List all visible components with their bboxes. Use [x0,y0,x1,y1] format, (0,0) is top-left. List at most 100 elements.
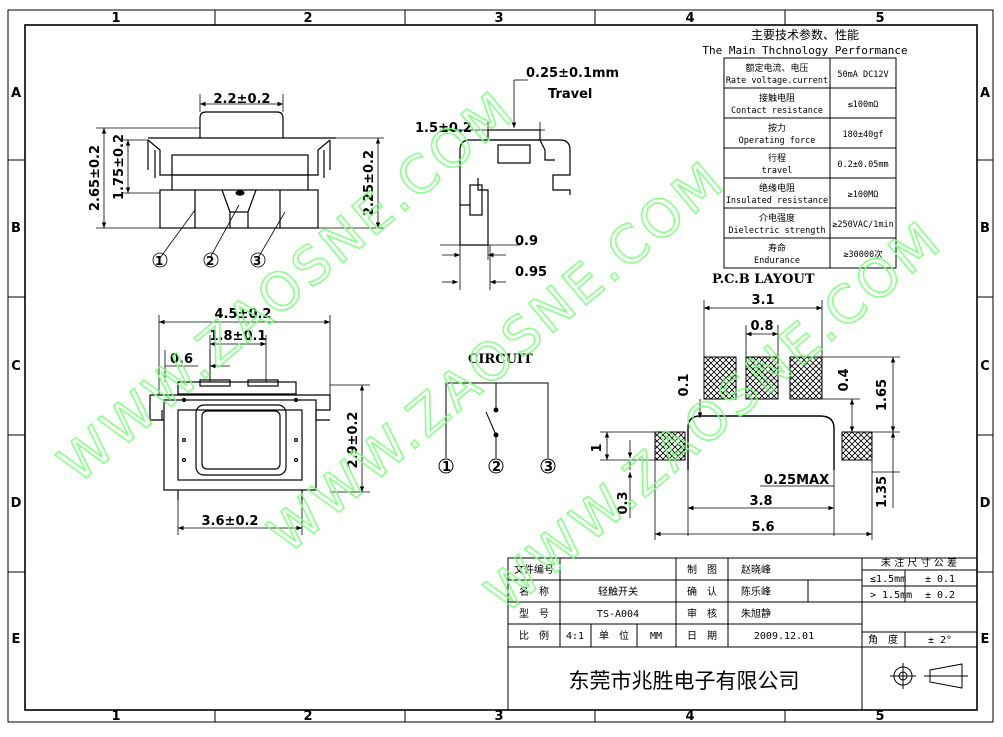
spec-label-en: Operating force [739,136,816,146]
ratio-label: 比 例 [519,629,549,642]
pcb-dim-0-8: 0.8 [750,319,773,334]
confirm-value: 陈乐峰 [741,585,771,598]
dim-2-2: 2.2±0.2 [214,92,271,107]
bottom-view-dimensions [158,315,370,535]
spec-value: ≥100MΩ [848,190,879,200]
pcb-dim-1: 1 [590,443,605,452]
dim-0-9: 0.9 [515,234,538,249]
spec-title-en: The Main Thchnology Performance [702,44,907,57]
tol2-range: > 1.5mm [870,590,912,601]
circuit-pin-2: 2 [492,460,501,475]
pin-label-2: 2 [206,254,214,268]
tolerance-title: 未 注 尺 寸 公 差 [881,556,957,569]
spec-label-cn: 寿命 [768,242,786,254]
spec-title-cn: 主要技术参数、性能 [751,27,859,42]
spec-label-cn: 接触电阻 [759,92,795,104]
side-view [147,111,336,229]
watermark-layer: WWW.ZAOSNE.COM WWW.ZAOSNE.COM WWW.ZAOSNE… [47,78,955,625]
pcb-dim-0-4: 0.4 [837,368,852,391]
pcb-dim-0-3: 0.3 [616,491,631,514]
spec-value: ≥250VAC/1min [832,220,893,230]
pcb-pad [789,356,823,400]
title-block-text: 文件编号 名 称 轻触开关 型 号 TS-A004 比 例 4:1 单 位 MM… [514,556,957,693]
col-label-top: 1 [111,11,120,26]
bottom-view [149,379,331,500]
tol1-range: ≤1.5mm [870,574,906,585]
pcb-dim-labels: 3.1 0.8 0.1 0.4 1.65 1 0.25MAX 0.3 3.8 1… [590,293,890,535]
dim-1-8: 1.8±0.1 [210,329,267,344]
tol2-value: ± 0.2 [925,590,955,601]
dim-1-75: 1.75±0.2 [112,134,127,200]
circuit-pin-3: 3 [544,460,553,475]
col-label-bottom: 5 [875,709,884,724]
dim-0-6: 0.6 [170,352,193,367]
review-label: 审 核 [687,607,717,620]
circuit-diagram [438,382,556,474]
circuit-title: CIRCUIT [468,352,533,367]
ratio-value: 4:1 [566,631,584,642]
pcb-pad [745,356,779,400]
pcb-dim-3-1: 3.1 [751,293,774,308]
angle-value: ± 2° [928,635,952,646]
row-label-left: D [11,496,22,511]
bottom-view-dim-labels: 4.5±0.2 1.8±0.1 0.6 2.9±0.2 3.6±0.2 [170,307,361,529]
col-label-top: 3 [494,11,503,26]
pcb-dim-5-6: 5.6 [751,520,774,535]
title-block [507,557,978,711]
draw-value: 赵晓峰 [741,563,771,576]
pcb-dim-0-1: 0.1 [677,373,692,396]
date-label: 日 期 [687,630,717,642]
col-label-bottom: 3 [494,709,503,724]
tol1-value: ± 0.1 [925,574,955,585]
pcb-pad [841,431,873,461]
company-name: 东莞市兆胜电子有限公司 [569,669,800,693]
draw-label: 制 图 [687,563,717,576]
spec-label-en: Rate voltage.current [726,76,828,86]
row-label-right: C [980,359,990,374]
col-label-bottom: 1 [111,709,120,724]
row-label-left: B [11,221,21,236]
col-label-top: 4 [685,11,694,26]
frame-labels: 1 2 3 4 5 1 2 3 4 5 A B C D E A B C D E [11,11,991,724]
model-label: 型 号 [519,607,549,620]
spec-label-en: Dielectric strength [728,226,825,236]
spec-label-cn: 按力 [768,122,786,134]
spec-label-en: Contact resistance [731,106,823,116]
front-view-dimensions [440,79,545,290]
projection-symbol-icon [890,663,968,689]
spec-label-cn: 介电强度 [759,212,795,224]
col-label-top: 2 [303,11,312,26]
spec-label-en: travel [762,166,793,176]
row-label-left: C [11,359,21,374]
confirm-label: 确 认 [687,585,717,598]
col-label-top: 5 [875,11,884,26]
col-label-bottom: 4 [685,709,694,724]
spec-label-cn: 额定电流、电压 [745,62,808,74]
dim-travel: 0.25±0.1mm [526,66,619,81]
row-label-left: E [12,632,21,647]
spec-value: 0.2±0.05mm [837,160,888,170]
circuit-pin-labels: 1 2 3 [442,460,553,475]
date-value: 2009.12.01 [754,631,814,642]
spec-value: ≤100mΩ [848,100,879,110]
pcb-title: P.C.B LAYOUT [712,272,815,287]
dim-1-5: 1.5±0.2 [415,121,472,136]
row-label-right: A [980,86,990,101]
spec-table: 主要技术参数、性能 The Main Thchnology Performanc… [702,27,908,269]
pcb-dim-3-8: 3.8 [749,494,772,509]
pcb-outline [687,415,835,470]
pcb-dim-1-35: 1.35 [875,476,890,508]
side-view-dim-labels: 2.2±0.2 2.65±0.2 1.75±0.2 2.25±0.2 1 2 3 [88,92,377,268]
side-view-dimensions [96,94,384,268]
spec-label-cn: 绝缘电阻 [759,182,795,194]
spec-label-en: Endurance [754,256,800,266]
row-label-left: A [11,86,21,101]
circuit-pin-1: 1 [442,460,451,475]
dim-4-5: 4.5±0.2 [215,307,272,322]
row-label-right: D [980,496,991,511]
unit-label: 单 位 [599,629,629,642]
pcb-pad [703,356,737,400]
row-label-right: E [981,632,990,647]
spec-value: 50mA DC12V [837,70,888,80]
